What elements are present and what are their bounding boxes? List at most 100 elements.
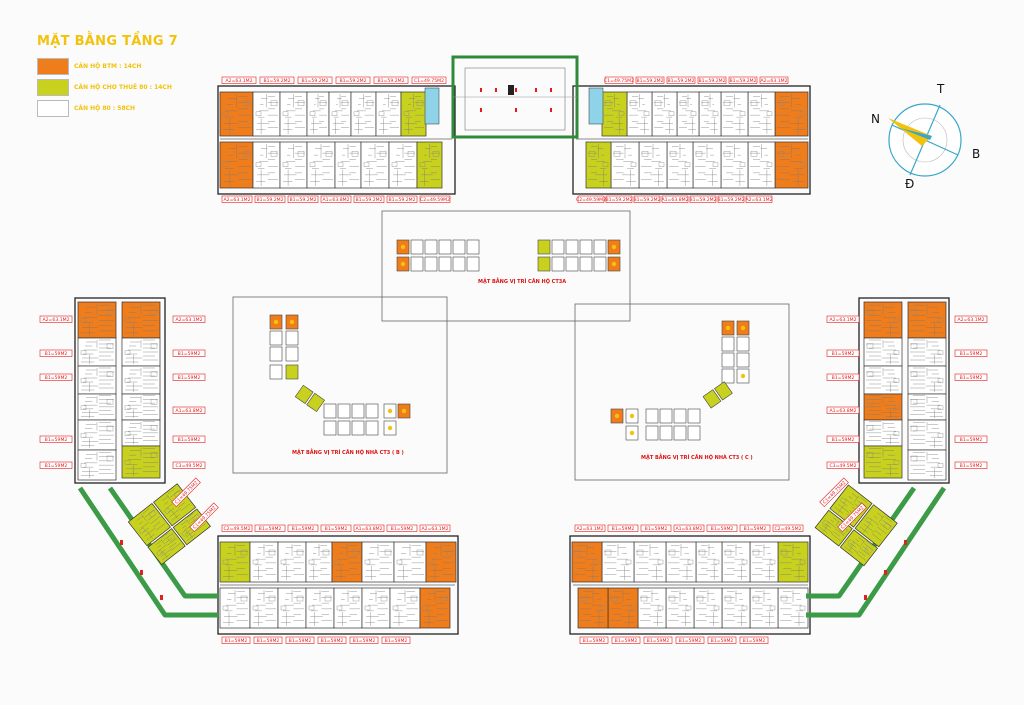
interior-wall (866, 521, 874, 527)
key-plan-unit (351, 403, 365, 419)
area-tag (172, 373, 206, 381)
area-tag (39, 461, 73, 469)
area-tag (826, 461, 860, 469)
fixture (268, 595, 276, 602)
fixture (222, 111, 229, 117)
area-tag (254, 524, 286, 532)
interior-wall (167, 538, 177, 546)
fixture (752, 595, 760, 602)
key-plan-unit (593, 256, 607, 272)
fixture (723, 100, 731, 107)
area-tag-label: A2=63.1M2 (760, 78, 787, 84)
column (884, 570, 887, 575)
fixture (296, 595, 304, 602)
fixture (366, 100, 374, 107)
interior-wall (170, 490, 180, 498)
key-plan-unit (537, 256, 551, 272)
interior-wall (822, 524, 833, 534)
compass-north-label: N (871, 112, 880, 126)
compass-needle (900, 128, 932, 140)
fixture (392, 605, 399, 611)
fixture (106, 371, 114, 377)
fixture (690, 111, 697, 117)
core (508, 85, 514, 95)
fixture (309, 162, 316, 167)
area-tag-label: B1=59M2 (612, 526, 635, 532)
legend-label-standard: CĂN HỘ 80 : 58CH (74, 104, 136, 112)
fixture (296, 549, 304, 556)
fixture (240, 595, 248, 602)
area-tag-label: B1=59.2M2 (388, 197, 415, 203)
area-tag (335, 76, 371, 84)
fixture (769, 605, 776, 611)
interior-wall (161, 553, 171, 561)
area-tag (221, 76, 257, 84)
area-tag-label: B1=59M2 (647, 638, 670, 644)
interior-wall (181, 520, 188, 526)
key-plan-unit (659, 425, 673, 441)
fixture (654, 100, 662, 107)
fixture (380, 595, 388, 602)
interior-wall (182, 525, 187, 529)
fixture (446, 549, 454, 556)
fixture (106, 343, 114, 349)
area-tag-label: B1=59M2 (832, 375, 855, 381)
fixture (593, 559, 600, 565)
key-plan-unit (565, 256, 579, 272)
fixture (80, 405, 87, 410)
interior-wall (171, 514, 181, 521)
key-plan-unit (323, 403, 337, 419)
compass-inner-ring (902, 117, 948, 163)
column (480, 108, 482, 112)
key-plan-unit (645, 425, 659, 441)
fixture (752, 549, 760, 556)
area-tag-label: B1=59M2 (679, 638, 702, 644)
area-tag-label: A2=63.1M2 (576, 526, 603, 532)
area-tag-label: B1=59M2 (960, 351, 983, 357)
fixture (363, 162, 370, 167)
fixture (410, 595, 418, 602)
key-plan-unit (285, 330, 299, 346)
fixture (822, 519, 830, 527)
area-tag (254, 195, 286, 203)
legend-swatch-standard (37, 99, 69, 117)
key-plan-marker (387, 425, 393, 431)
key-plan-marker (629, 413, 635, 419)
fixture (866, 371, 874, 377)
area-tag-label: A2=63.1M2 (225, 78, 252, 84)
column (550, 108, 552, 112)
interior-wall (145, 509, 155, 518)
fixture (937, 350, 944, 355)
key-plan-unit (438, 239, 452, 255)
inset-caption-ct3b: MẶT BẰNG VỊ TRÍ CĂN HỘ NHÀ CT3 ( B ) (292, 450, 404, 456)
fixture (407, 150, 415, 157)
area-tag (259, 76, 295, 84)
area-tag (640, 524, 672, 532)
key-plan-unit (736, 352, 750, 368)
column (550, 88, 552, 92)
area-tag-label: B1=59M2 (178, 437, 201, 443)
area-tag-label: B1=59M2 (178, 351, 201, 357)
interior-wall (161, 532, 169, 539)
fixture (167, 533, 176, 542)
area-tag (353, 524, 385, 532)
area-tag-label: B1=59.2M2 (698, 78, 725, 84)
legend-label-rental: CĂN HỘ CHO THUÊ 80 : 14CH (74, 83, 172, 91)
area-tag (221, 524, 253, 532)
fixture (658, 162, 665, 167)
interior-wall (862, 545, 870, 552)
area-tag-label: B1=59M2 (960, 375, 983, 381)
fixture (750, 150, 758, 157)
key-plan-diag (702, 381, 733, 409)
area-tag (954, 349, 988, 357)
block-outline (569, 535, 811, 635)
fixture (428, 559, 435, 565)
block-outline (217, 535, 459, 635)
key-plan-unit (579, 239, 593, 255)
fixture (322, 549, 330, 556)
fixture (641, 150, 649, 157)
interior-wall (873, 515, 878, 519)
fixture (138, 527, 146, 535)
inset-frame-ct3c (574, 303, 790, 481)
fixture (604, 549, 612, 556)
